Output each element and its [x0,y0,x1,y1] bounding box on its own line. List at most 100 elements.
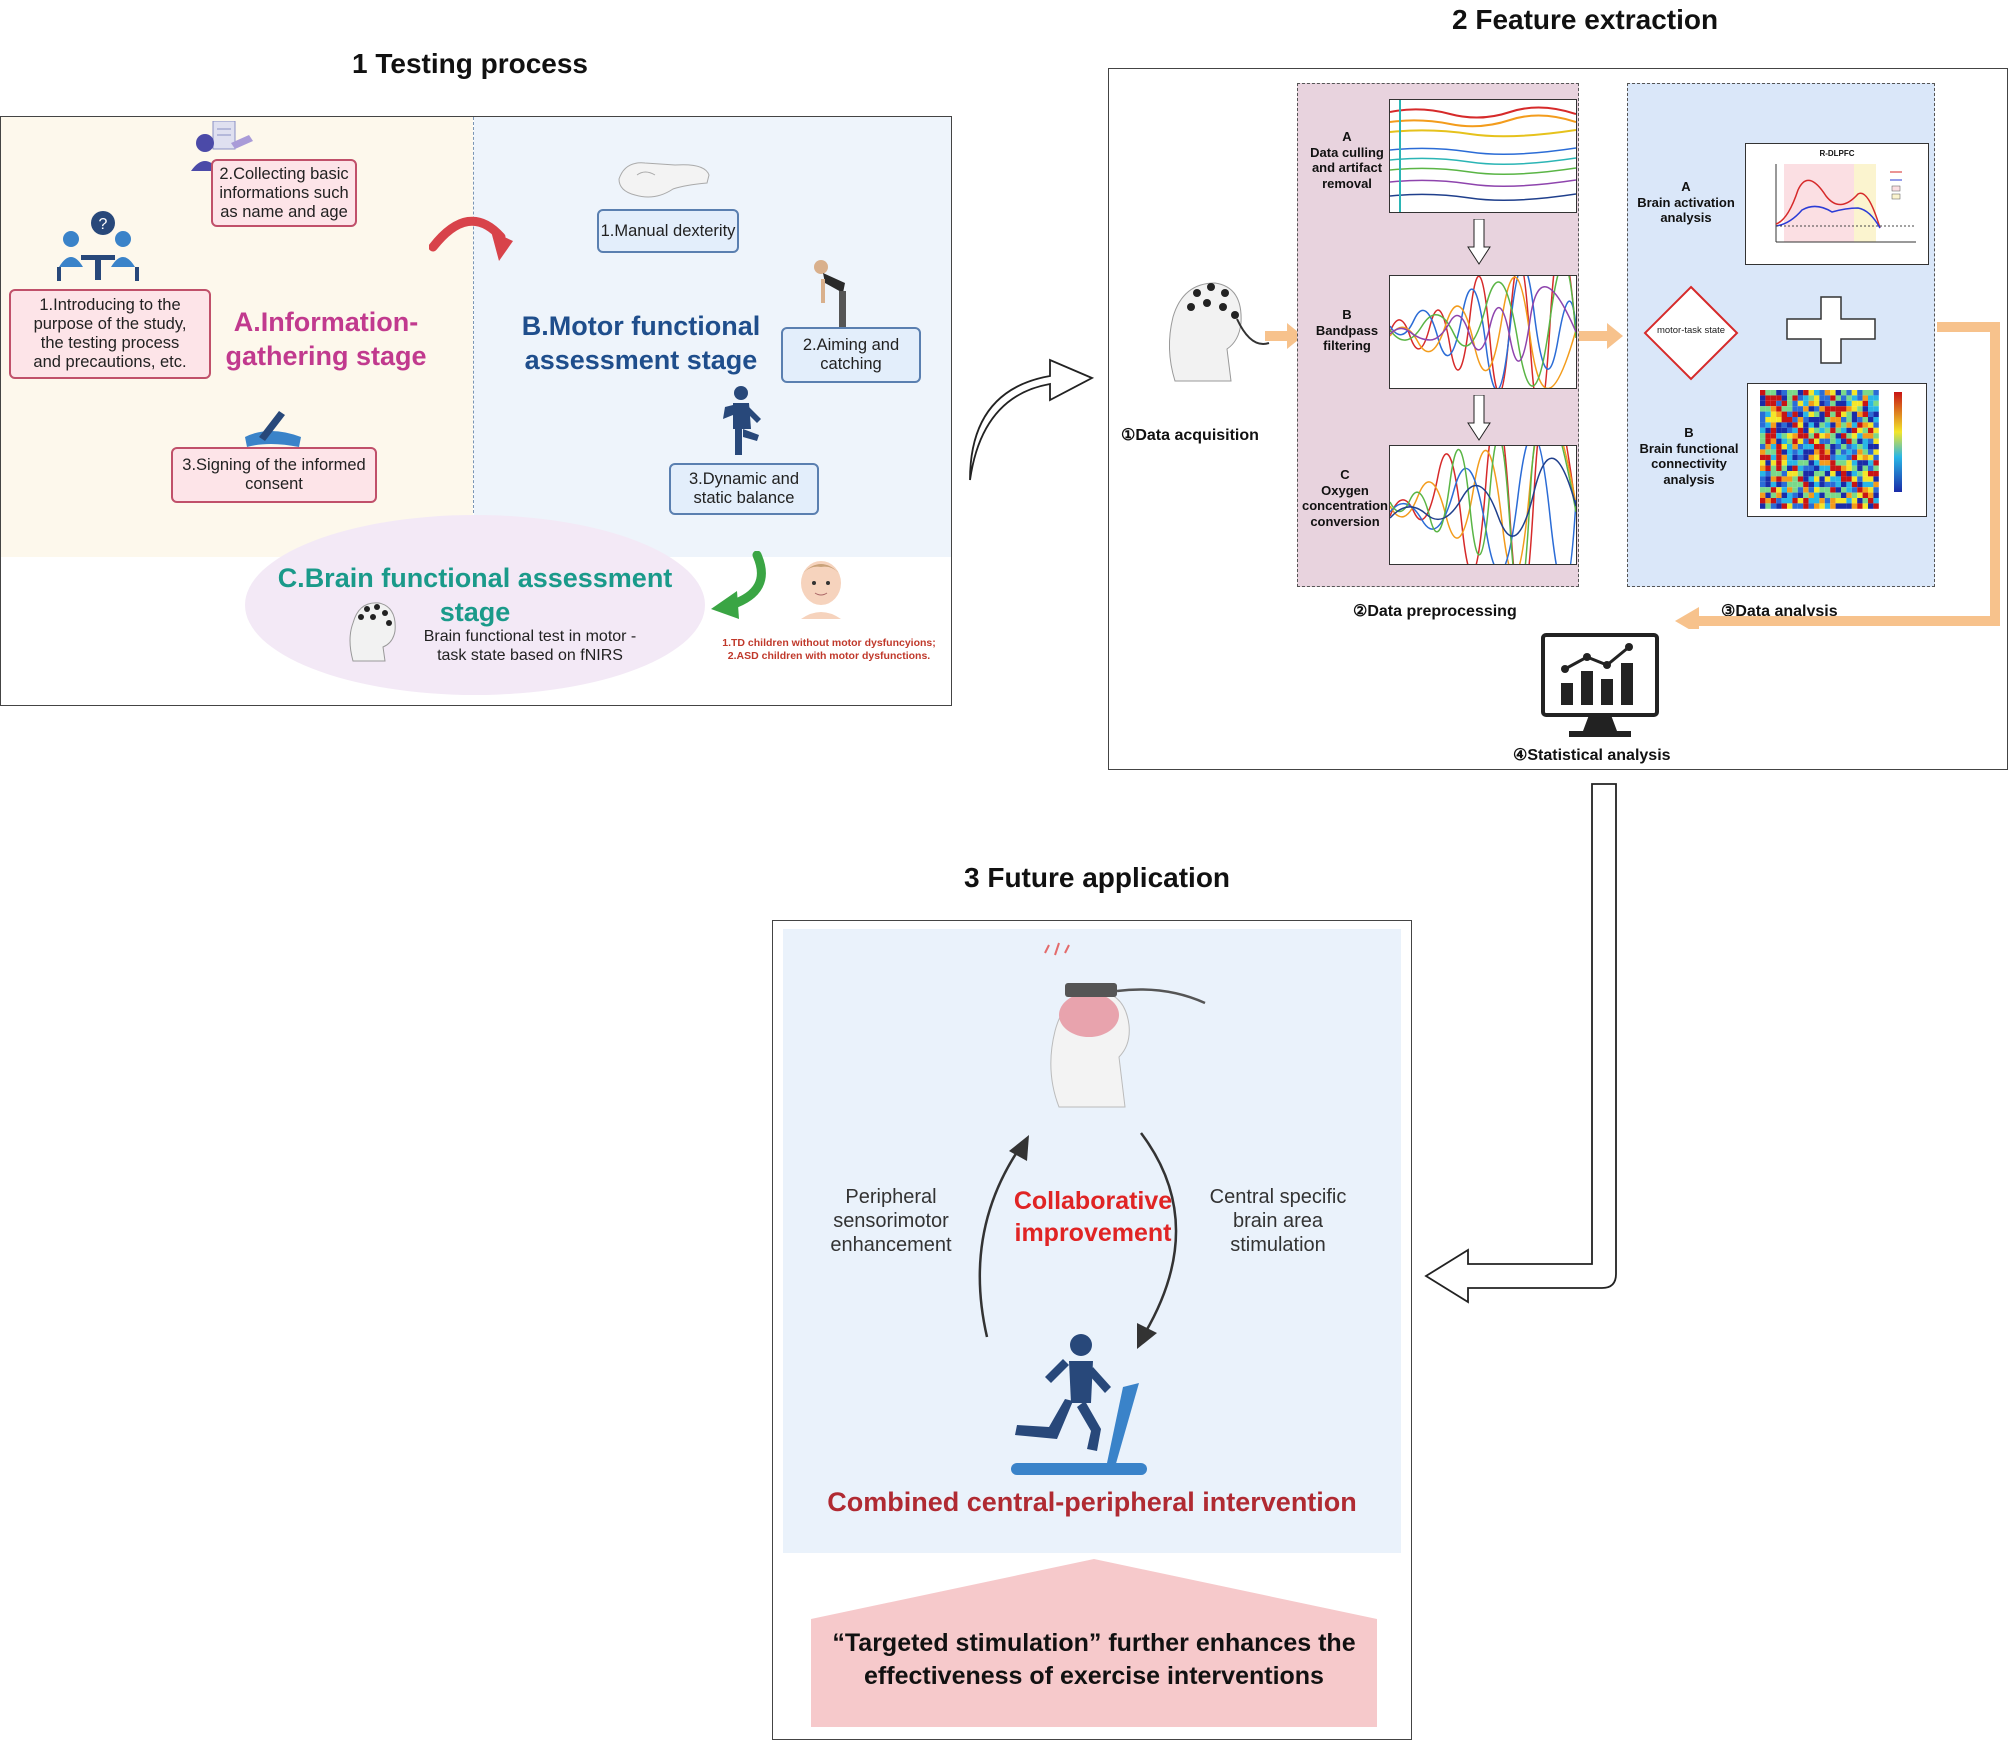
matrix-cell [1770,498,1777,504]
matrix-cell [1830,476,1836,482]
activation-label: A Brain activation analysis [1637,179,1735,225]
matrix-cell [1846,498,1852,504]
matrix-cell [1781,492,1787,498]
analysis-caption: ③Data analysis [1721,603,1838,620]
matrix-cell [1770,427,1777,434]
matrix-cell [1781,487,1787,493]
matrix-cell [1814,411,1820,417]
matrix-cell [1846,417,1852,423]
matrix-cell [1776,417,1782,423]
matrix-cell [1835,444,1841,450]
matrix-cell [1797,498,1804,504]
matrix-cell [1760,395,1766,401]
matrix-cell [1770,444,1777,450]
matrix-cell [1781,503,1787,509]
matrix-cell [1765,444,1771,450]
matrix-cell [1824,411,1831,417]
matrix-cell [1792,406,1798,412]
matrix-cell [1781,422,1787,428]
matrix-cell [1814,449,1820,455]
matrix-cell [1792,476,1798,482]
matrix-cell [1781,406,1787,412]
matrix-cell [1770,417,1777,423]
matrix-cell [1841,460,1847,466]
matrix-cell [1792,395,1798,401]
matrix-cell [1841,476,1847,482]
matrix-cell [1765,471,1771,477]
matrix-cell [1760,476,1766,482]
matrix-cell [1781,465,1787,471]
preprocess-step-b: B Bandpass filtering [1315,307,1379,353]
matrix-cell [1824,454,1831,461]
matrix-cell [1873,427,1879,434]
matrix-cell [1803,400,1809,407]
matrix-cell [1835,400,1841,407]
matrix-cell [1814,476,1820,482]
matrix-cell [1765,417,1771,423]
matrix-cell [1781,449,1787,455]
matrix-cell [1846,465,1852,471]
matrix-cell [1787,390,1793,396]
matrix-cell [1857,481,1863,488]
matrix-cell [1781,444,1787,450]
matrix-cell [1776,427,1782,434]
matrix-cell [1814,422,1820,428]
matrix-cell [1814,444,1820,450]
matrix-cell [1851,444,1858,450]
matrix-cell [1760,406,1766,412]
activation-chart-title: R-DLPFC [1819,149,1854,158]
matrix-cell [1797,411,1804,417]
matrix-cell [1808,503,1814,509]
matrix-cell [1792,454,1798,461]
matrix-cell [1770,492,1777,498]
matrix-cell [1797,433,1804,439]
matrix-cell [1787,411,1793,417]
matrix-cell [1814,498,1820,504]
matrix-cell [1803,449,1809,455]
matrix-cell [1873,422,1879,428]
matrix-cell [1803,433,1809,439]
preprocess-down-arrow-2 [1467,395,1491,441]
matrix-cell [1787,492,1793,498]
green-arrow [711,551,766,619]
matrix-cell [1760,460,1766,466]
matrix-cell [1797,503,1804,509]
matrix-cell [1803,406,1809,412]
matrix-cell [1868,492,1874,498]
matrix-cell [1765,433,1771,439]
matrix-cell [1765,492,1771,498]
matrix-cell [1846,460,1852,466]
matrix-cell [1803,471,1809,477]
matrix-cell [1846,449,1852,455]
matrix-cell [1835,411,1841,417]
matrix-cell [1830,406,1836,412]
matrix-cell [1819,498,1825,504]
collaborative-label: Collaborative improvement [1013,1187,1173,1247]
info-stage-title: A.Information- gathering stage [225,307,427,371]
matrix-cell [1830,438,1836,444]
matrix-cell [1819,427,1825,434]
matrix-cell [1792,481,1798,488]
matrix-cell [1792,487,1798,493]
matrix-cell [1770,465,1777,471]
matrix-cell [1814,400,1820,407]
matrix-cell [1819,433,1825,439]
matrix-cell [1776,395,1782,401]
matrix-cell [1808,395,1814,401]
matrix-cell [1787,438,1793,444]
matrix-cell [1835,427,1841,434]
matrix-cell [1819,471,1825,477]
matrix-cell [1765,476,1771,482]
matrix-cell [1814,417,1820,423]
matrix-cell [1776,481,1782,488]
fnirs-head-icon [349,602,396,662]
aiming-catching-text: 2.Aiming and catching [802,336,900,373]
matrix-cell [1846,422,1852,428]
balance-person-icon [723,386,761,455]
matrix-cell [1824,427,1831,434]
matrix-cell [1797,400,1804,407]
matrix-cell [1787,449,1793,455]
matrix-cell [1797,438,1804,444]
matrix-cell [1814,390,1820,396]
matrix-cell [1835,487,1841,493]
